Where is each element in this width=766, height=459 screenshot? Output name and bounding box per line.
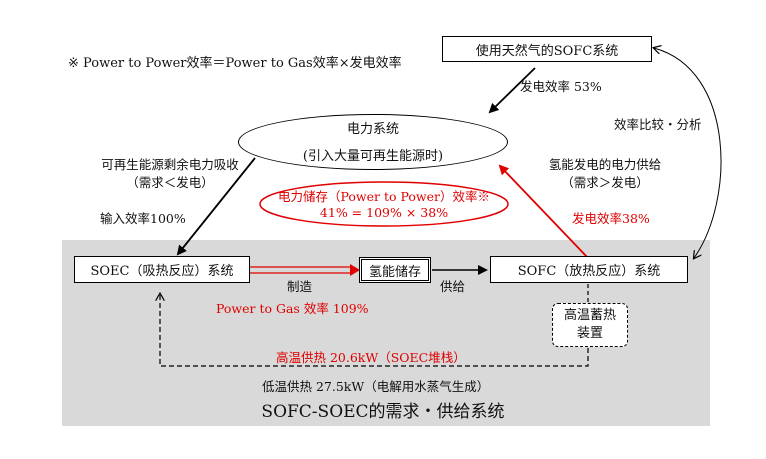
input-eff-label: 输入效率100% — [100, 211, 186, 226]
heat-storage-label-1: 高温蓄热 — [563, 308, 616, 323]
heat-storage-box: 高温蓄热 装置 — [552, 303, 628, 347]
hydrogen-storage-box: 氢能储存 — [359, 257, 431, 283]
renewable-label-1: 可再生能源剩余电力吸收 — [101, 157, 239, 172]
grid-subtitle: (引入大量可再生能源时) — [302, 149, 444, 164]
system-title: SOFC-SOEC的需求・供给系统 — [261, 402, 505, 422]
gen-eff-38-label: 发电效率38% — [572, 211, 650, 226]
renewable-label-2: （需求＜发电） — [126, 175, 214, 190]
grid-title: 电力系统 — [346, 122, 399, 137]
p2p-label-1: 电力储存（Power to Power）效率※ — [278, 189, 490, 204]
supply-label: 供给 — [440, 279, 466, 294]
p2p-ellipse — [259, 181, 509, 227]
soec-label: SOEC（吸热反应）系统 — [90, 264, 234, 279]
natural-gas-sofc-label: 使用天然气的SOFC系统 — [475, 43, 619, 59]
p2g-label: Power to Gas 效率 109% — [216, 301, 369, 316]
natural-gas-sofc-box: 使用天然气的SOFC系统 — [442, 36, 652, 62]
h2-supply-label-2: （需求＞发电） — [561, 175, 649, 190]
efficiency-note: ※ Power to Power效率＝Power to Gas效率×发电效率 — [68, 56, 402, 71]
soec-box: SOEC（吸热反应）系统 — [74, 256, 250, 283]
hydrogen-storage-label: 氢能储存 — [368, 264, 421, 280]
compare-label: 效率比较・分析 — [614, 117, 702, 132]
arrow-ng-to-grid — [488, 67, 536, 114]
h2-supply-label-1: 氢能发电的电力供给 — [548, 157, 662, 172]
arrow-sofc-to-grid — [498, 164, 589, 259]
arrow-grid-to-soec — [176, 157, 256, 256]
high-temp-heat-label: 高温供热 20.6kW（SOEC堆栈） — [276, 350, 466, 365]
power-grid-ellipse — [238, 114, 508, 170]
arrow-heat-to-soec — [160, 294, 589, 367]
arrow-soec-to-h2 — [350, 264, 360, 276]
arrow-compare-curve — [654, 48, 722, 258]
sofc-box: SOFC（放热反应）系统 — [490, 256, 688, 283]
sofc-label: SOFC（放热反应）系统 — [517, 264, 661, 279]
heat-storage-label-2: 装置 — [576, 326, 603, 341]
p2p-label-2: 41% = 109% × 38% — [319, 205, 449, 220]
gen-eff-53-label: 发电效率 53% — [520, 79, 602, 94]
low-temp-heat-label: 低温供热 27.5kW（电解用水蒸气生成） — [262, 379, 490, 394]
manufacture-label: 制造 — [287, 279, 313, 294]
